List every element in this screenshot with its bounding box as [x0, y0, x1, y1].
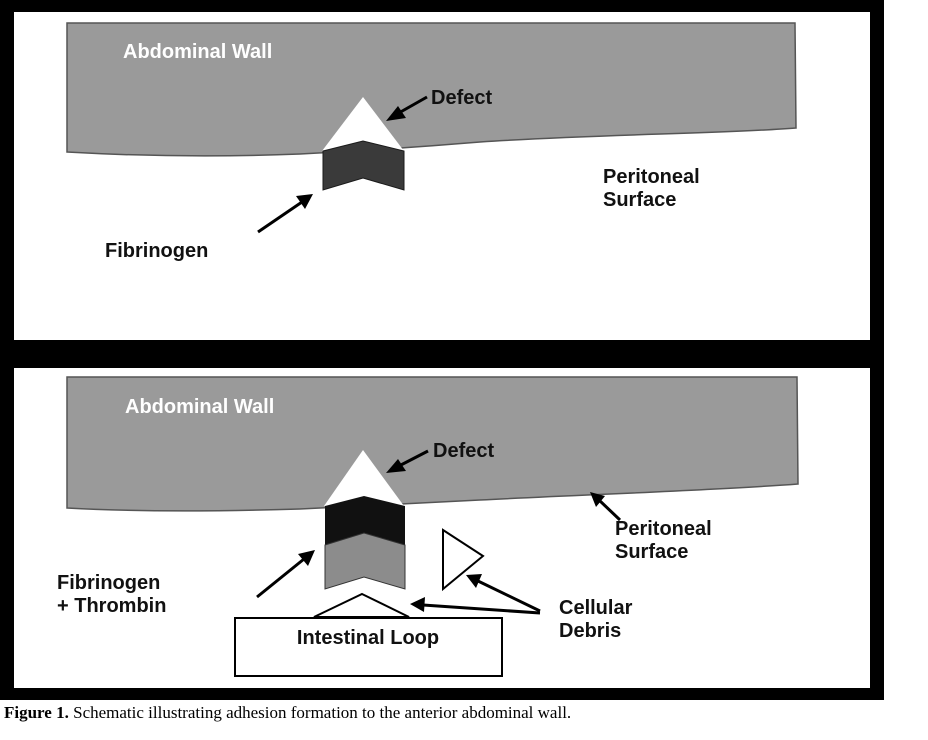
bottom-defect-arrow-line [396, 449, 429, 469]
bottom-plug-arrow-line [256, 557, 305, 599]
top-defect-arrow-head [386, 106, 406, 121]
debris-arrow-2-line [422, 603, 541, 615]
top-surface-label-2: Surface [603, 189, 676, 211]
intestinal-loop-label: Intestinal Loop [297, 627, 439, 649]
bottom-wall-label: Abdominal Wall [125, 396, 274, 418]
debris-triangle-right [442, 528, 485, 592]
bottom-defect-label: Defect [433, 440, 494, 462]
top-defect-arrow-line [396, 95, 428, 116]
bottom-plug-arrow-head [298, 550, 315, 566]
top-defect-wedge [322, 97, 404, 151]
top-defect-label: Defect [431, 87, 492, 109]
debris-arrow-1-head [466, 574, 482, 588]
bottom-plug-label-2: + Thrombin [57, 595, 166, 617]
bottom-surface-label-2: Surface [615, 541, 688, 563]
top-surface-label-1: Peritoneal [603, 166, 700, 188]
bottom-defect-arrow-head [386, 459, 406, 473]
top-fibrinogen-arrow-head [296, 194, 313, 209]
top-fibrinogen-plug [322, 140, 405, 191]
caption-text: Schematic illustrating adhesion formatio… [68, 703, 572, 722]
caption-prefix: Figure 1. [4, 703, 69, 722]
top-wall-label: Abdominal Wall [123, 41, 272, 63]
bottom-surface-arrow-line [597, 498, 622, 522]
debris-arrow-1-line [477, 579, 541, 613]
top-fibrinogen-arrow-line [257, 200, 303, 234]
intestinal-loop-box [234, 617, 503, 677]
bottom-surface-label-1: Peritoneal [615, 518, 712, 540]
bottom-defect-wedge [324, 450, 404, 506]
bottom-surface-arrow-head [590, 492, 605, 507]
bottom-thrombin-plug [325, 496, 405, 545]
debris-label-1: Cellular [559, 597, 633, 619]
top-fibrinogen-label: Fibrinogen [105, 240, 208, 262]
bottom-abdominal-wall [66, 376, 799, 512]
figure-caption: Figure 1. Schematic illustrating adhesio… [4, 703, 924, 723]
debris-arrow-2-head [410, 597, 425, 612]
bottom-fibrinogen-plug [324, 532, 406, 590]
top-abdominal-wall [66, 22, 797, 157]
debris-label-2: Debris [559, 620, 621, 642]
bottom-plug-label-1: Fibrinogen [57, 572, 160, 594]
